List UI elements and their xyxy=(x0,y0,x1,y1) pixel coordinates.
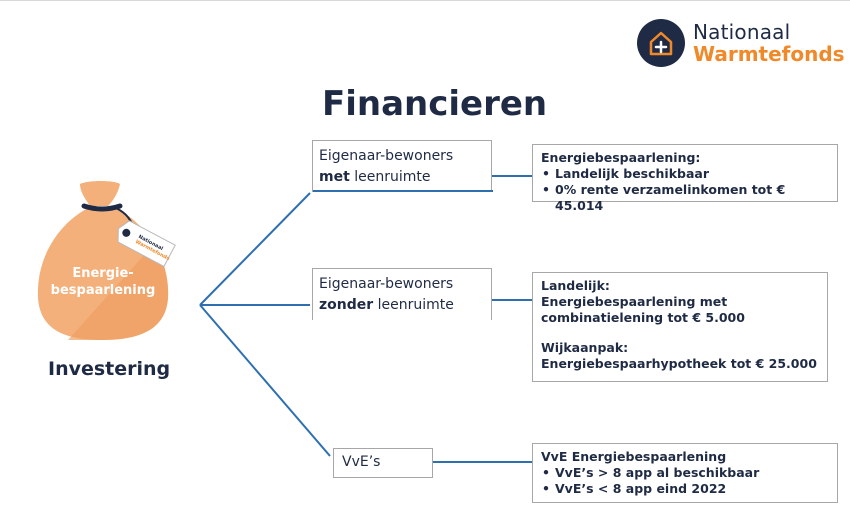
category-zonder-line1: Eigenaar-bewoners xyxy=(319,276,454,292)
connector-to-met xyxy=(199,192,311,306)
category-zonder-rest: leenruimte xyxy=(373,297,454,313)
category-zonder-leenruimte: Eigenaar-bewoners zonder leenruimte xyxy=(312,268,492,320)
detail-met-bullet-1: Landelijk beschikbaar xyxy=(541,166,829,182)
detail-zonder-line3: combinatielening tot € 5.000 xyxy=(541,310,745,325)
connector-to-vve xyxy=(199,304,331,457)
detail-met-bullet-2: 0% rente verzamelinkomen tot € 45.014 xyxy=(541,182,829,214)
detail-met-leenruimte: Energiebespaarlening: Landelijk beschikb… xyxy=(532,144,838,213)
detail-zonder-gap xyxy=(541,326,819,340)
category-met-leenruimte: Eigenaar-bewoners met leenruimte xyxy=(312,140,493,192)
category-vve: VvE’s xyxy=(333,448,433,478)
money-bag-icon xyxy=(37,181,176,340)
category-met-underline xyxy=(313,190,493,192)
bag-label-line1: Energie- xyxy=(72,266,134,281)
logo-text-nationaal: Nationaal xyxy=(693,20,791,44)
category-met-line1: Eigenaar-bewoners xyxy=(319,148,454,164)
detail-zonder-line1: Landelijk: xyxy=(541,278,610,293)
detail-zonder-line4: Wijkaanpak: xyxy=(541,340,629,355)
detail-vve-bullet-2: VvE’s < 8 app eind 2022 xyxy=(541,481,829,497)
category-vve-label: VvE’s xyxy=(342,454,381,470)
bag-label: Energie- bespaarlening xyxy=(48,265,158,299)
investment-caption: Investering xyxy=(48,358,171,380)
category-met-rest: leenruimte xyxy=(349,169,431,185)
top-divider xyxy=(0,0,850,1)
detail-zonder-line2: Energiebespaarlening met xyxy=(541,294,728,309)
detail-vve-bullet-1: VvE’s > 8 app al beschikbaar xyxy=(541,465,829,481)
logo-house-plus-icon xyxy=(637,19,685,67)
bag-label-line2: bespaarlening xyxy=(50,283,156,298)
detail-zonder-leenruimte: Landelijk: Energiebespaarlening met comb… xyxy=(532,272,828,382)
detail-zonder-line5: Energiebespaarhypotheek tot € 25.000 xyxy=(541,356,817,371)
logo-text-warmtefonds: Warmtefonds xyxy=(693,42,845,66)
page-title: Financieren xyxy=(322,84,548,124)
category-zonder-bold: zonder xyxy=(319,297,374,313)
detail-vve-heading: VvE Energiebespaarlening xyxy=(541,449,727,464)
detail-vve: VvE Energiebespaarlening VvE’s > 8 app a… xyxy=(532,443,838,503)
category-met-bold: met xyxy=(319,169,350,185)
detail-met-heading: Energiebespaarlening: xyxy=(541,150,701,165)
